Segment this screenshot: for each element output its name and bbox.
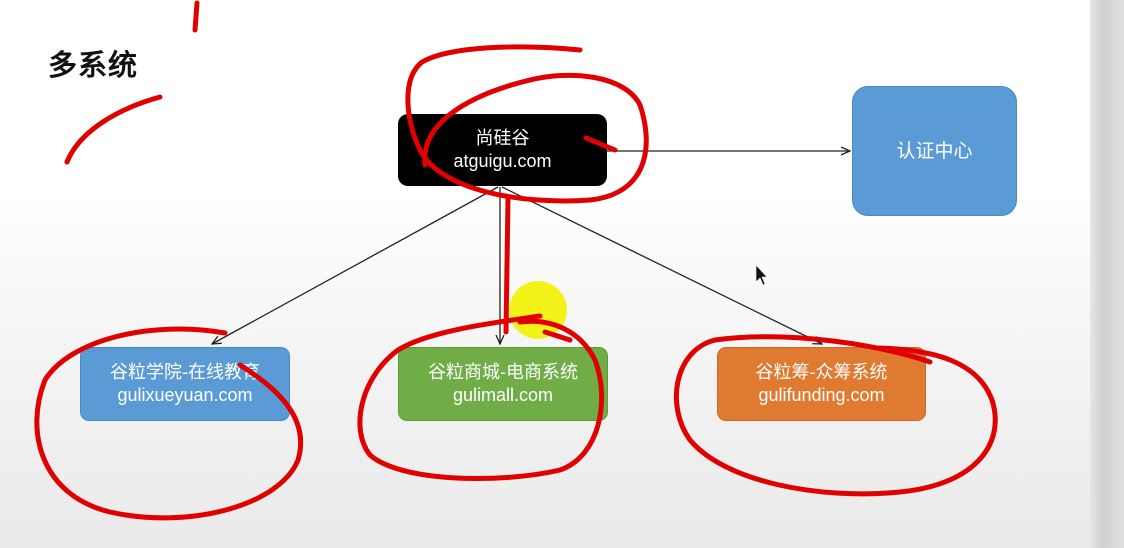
node-atguigu-domain: atguigu.com (453, 151, 552, 171)
annotation-circle-mall (357, 313, 604, 482)
annotation-vertical-stroke (503, 195, 511, 335)
annotation-circle-fund (673, 334, 998, 497)
node-gulixueyuan: 谷粒学院-在线教育 gulixueyuan.com (80, 347, 290, 421)
window-edge (1090, 0, 1124, 548)
node-gulifunding-name: 谷粒筹-众筹系统 (755, 362, 888, 382)
annotation-underline-root (583, 135, 618, 153)
annotation-circle-edu (34, 326, 304, 521)
node-auth-center: 认证中心 (852, 86, 1017, 216)
slide-title: 多系统 (48, 48, 139, 82)
node-gulifunding-domain: gulifunding.com (758, 385, 885, 405)
annotation-stroke-left (64, 94, 163, 165)
arrow-root-to-fund (501, 186, 822, 344)
node-auth-center-name: 认证中心 (896, 140, 973, 162)
node-gulimall: 谷粒商城-电商系统 gulimall.com (398, 347, 608, 421)
node-gulimall-domain: gulimall.com (452, 385, 554, 405)
node-gulimall-name: 谷粒商城-电商系统 (428, 362, 578, 382)
arrow-root-to-edu (212, 186, 499, 344)
node-gulixueyuan-name: 谷粒学院-在线教育 (110, 362, 260, 382)
cursor-arrow-icon (755, 264, 768, 286)
annotation-circle-root (405, 44, 649, 204)
node-atguigu: 尚硅谷 atguigu.com (398, 114, 607, 186)
annotation-tick-top (192, 0, 200, 33)
node-gulifunding: 谷粒筹-众筹系统 gulifunding.com (717, 347, 926, 421)
node-atguigu-name: 尚硅谷 (475, 128, 530, 148)
node-gulixueyuan-domain: gulixueyuan.com (117, 385, 253, 405)
